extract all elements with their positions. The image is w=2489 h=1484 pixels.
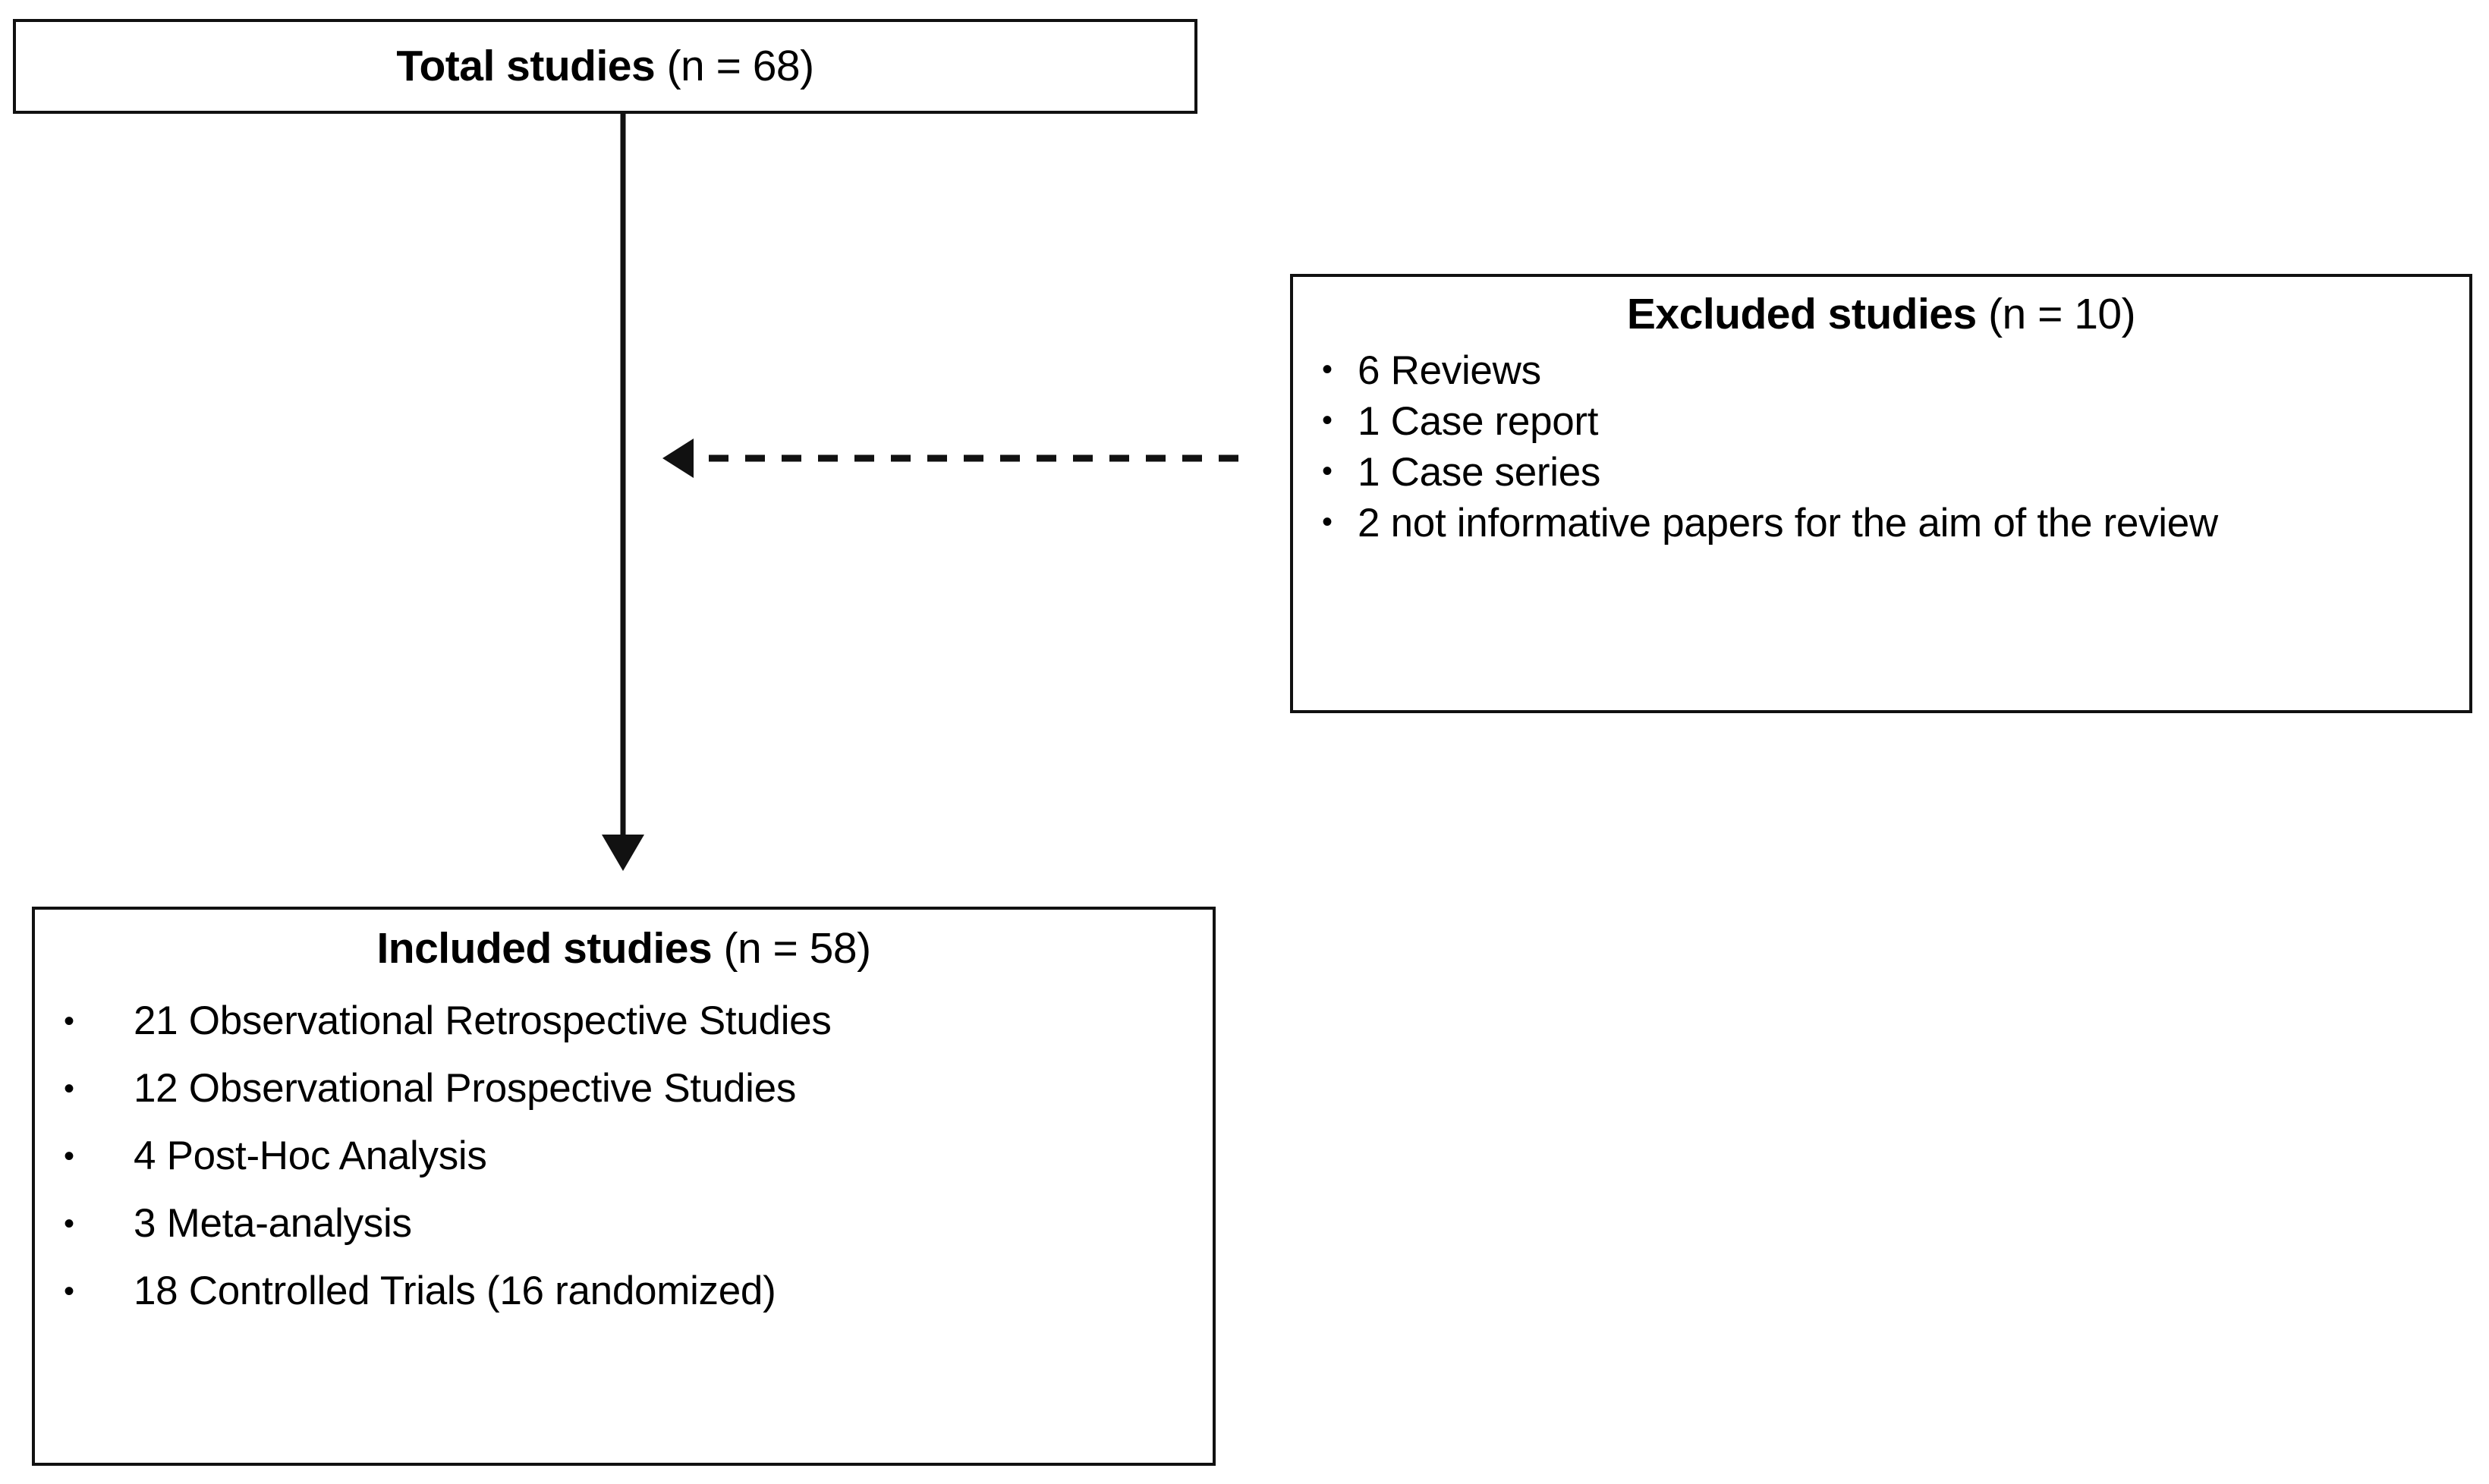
bullet-icon: • bbox=[1322, 404, 1333, 437]
bullet-icon: • bbox=[64, 1005, 75, 1038]
bullet-icon: • bbox=[1322, 454, 1333, 488]
list-item-label: 18 Controlled Trials (16 randomized) bbox=[134, 1269, 776, 1313]
list-item-label: 1 Case series bbox=[1358, 450, 1601, 495]
list-item-label: 21 Observational Retrospective Studies bbox=[134, 998, 832, 1043]
connector-total-to-included-arrowhead bbox=[602, 835, 644, 871]
connector-excluded-to-flow bbox=[662, 439, 1238, 478]
node-total-studies: Total studies (n = 68) bbox=[13, 19, 1197, 114]
bullet-icon: • bbox=[64, 1275, 75, 1308]
excluded-studies-list: • 6 Reviews • 1 Case report • 1 Case ser… bbox=[1293, 347, 2469, 547]
list-item-label: 3 Meta-analysis bbox=[134, 1201, 412, 1246]
connector-excluded-to-flow-arrowhead bbox=[662, 439, 694, 478]
total-studies-title: Total studies (n = 68) bbox=[16, 22, 1194, 111]
bullet-icon: • bbox=[64, 1072, 75, 1105]
bullet-icon: • bbox=[64, 1140, 75, 1173]
node-included-studies: Included studies (n = 58) • 21 Observati… bbox=[32, 907, 1216, 1466]
bullet-icon: • bbox=[1322, 505, 1333, 539]
list-item: • 3 Meta-analysis bbox=[35, 1202, 1213, 1246]
list-item: • 18 Controlled Trials (16 randomized) bbox=[35, 1269, 1213, 1313]
list-item-label: 6 Reviews bbox=[1358, 348, 1541, 393]
node-excluded-studies: Excluded studies (n = 10) • 6 Reviews • … bbox=[1290, 274, 2472, 713]
excluded-studies-title: Excluded studies (n = 10) bbox=[1293, 289, 2469, 339]
list-item: • 2 not informative papers for the aim o… bbox=[1293, 499, 2469, 547]
list-item-label: 4 Post-Hoc Analysis bbox=[134, 1133, 487, 1178]
list-item-label: 2 not informative papers for the aim of … bbox=[1358, 501, 2218, 545]
connector-total-to-included bbox=[602, 114, 644, 871]
included-studies-label: Included studies bbox=[376, 924, 713, 973]
list-item: • 1 Case series bbox=[1293, 448, 2469, 496]
included-studies-title: Included studies (n = 58) bbox=[35, 923, 1213, 973]
total-studies-label: Total studies bbox=[396, 42, 656, 90]
included-studies-count: (n = 58) bbox=[723, 924, 872, 973]
list-item: • 12 Observational Prospective Studies bbox=[35, 1067, 1213, 1111]
included-studies-list: • 21 Observational Retrospective Studies… bbox=[35, 999, 1213, 1313]
excluded-studies-count: (n = 10) bbox=[1988, 290, 2136, 338]
list-item: • 21 Observational Retrospective Studies bbox=[35, 999, 1213, 1043]
bullet-icon: • bbox=[1322, 353, 1333, 386]
list-item-label: 12 Observational Prospective Studies bbox=[134, 1066, 797, 1111]
total-studies-count: (n = 68) bbox=[666, 42, 815, 90]
list-item: • 1 Case report bbox=[1293, 398, 2469, 445]
list-item-label: 1 Case report bbox=[1358, 399, 1599, 444]
list-item: • 6 Reviews bbox=[1293, 347, 2469, 395]
bullet-icon: • bbox=[64, 1207, 75, 1240]
excluded-studies-label: Excluded studies bbox=[1626, 290, 1977, 338]
list-item: • 4 Post-Hoc Analysis bbox=[35, 1134, 1213, 1178]
